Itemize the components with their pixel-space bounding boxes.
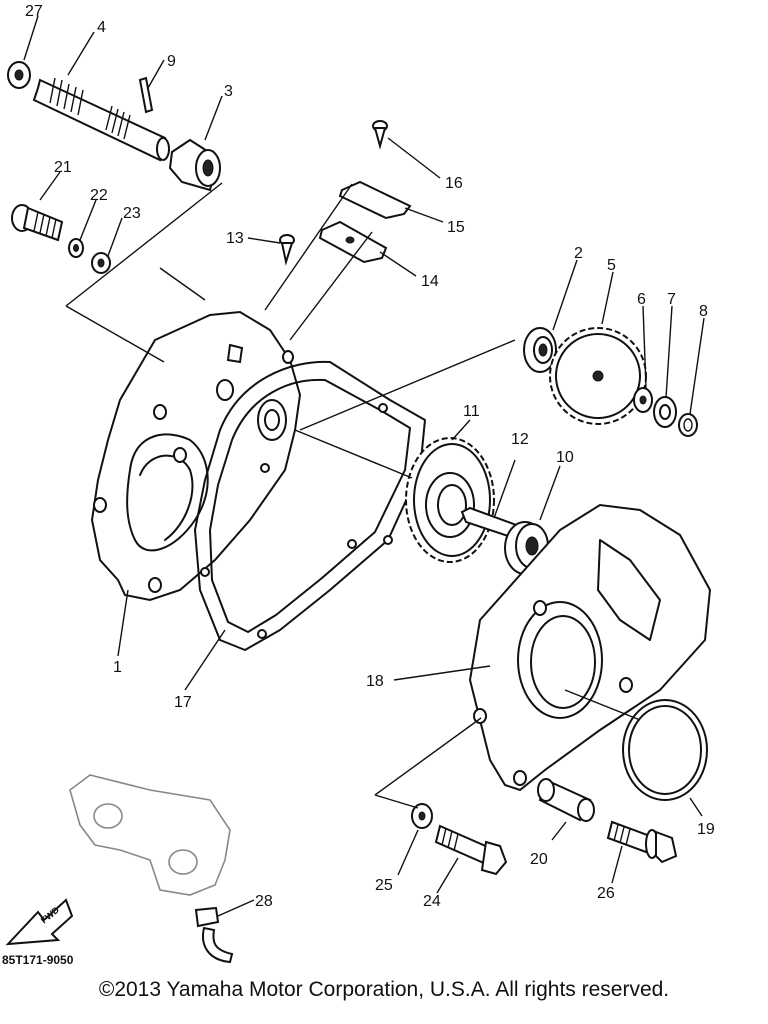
- label-22: 22: [90, 187, 108, 204]
- copyright-notice: ©2013 Yamaha Motor Corporation, U.S.A. A…: [98, 978, 670, 1001]
- part-18-cover: [468, 503, 712, 792]
- label-2: 2: [574, 245, 583, 262]
- part-17-gasket: [194, 360, 426, 651]
- part-4-shaft: [32, 77, 170, 162]
- part-26-flange-bolt: [606, 820, 678, 864]
- part-14-plate: [318, 220, 388, 264]
- part-13-screw: [279, 234, 295, 266]
- ghost-manifold-outline: [69, 774, 231, 896]
- label-9: 9: [167, 53, 176, 70]
- label-10: 10: [556, 449, 574, 466]
- label-8: 8: [699, 303, 708, 320]
- label-27: 27: [25, 3, 43, 20]
- part-2-bearing: [523, 327, 557, 373]
- part-3-bushing: [168, 138, 221, 192]
- part-9-pin: [138, 76, 154, 114]
- diagram-code: 85T171-9050: [2, 953, 74, 967]
- label-21: 21: [54, 159, 72, 176]
- part-1-housing: [90, 310, 302, 602]
- part-11-gear: [405, 437, 495, 563]
- part-15-gasket: [338, 180, 412, 220]
- part-24-bolt: [434, 824, 508, 876]
- part-28-fitting: [194, 906, 234, 964]
- part-16-screw: [372, 120, 388, 150]
- label-3: 3: [224, 83, 233, 100]
- label-24: 24: [423, 893, 441, 910]
- label-20: 20: [530, 851, 548, 868]
- label-26: 26: [597, 885, 615, 902]
- part-7-nut: [653, 396, 677, 428]
- label-17: 17: [174, 694, 192, 711]
- part-23-washer: [91, 252, 111, 274]
- part-8-circlip: [678, 413, 698, 437]
- label-28: 28: [255, 893, 273, 910]
- label-19: 19: [697, 821, 715, 838]
- label-23: 23: [123, 205, 141, 222]
- part-25-washer: [411, 803, 433, 829]
- label-5: 5: [607, 257, 616, 274]
- part-21-bolt: [11, 204, 64, 242]
- label-6: 6: [637, 291, 646, 308]
- label-16: 16: [445, 175, 463, 192]
- leader-lines: [23, 15, 705, 917]
- part-19-o-ring: [622, 699, 708, 801]
- label-14: 14: [421, 273, 439, 290]
- part-6-washer: [633, 387, 653, 413]
- label-11: 11: [463, 403, 480, 420]
- label-12: 12: [511, 431, 529, 448]
- label-25: 25: [375, 877, 393, 894]
- part-5-sprocket: [549, 327, 647, 425]
- label-4: 4: [97, 19, 106, 36]
- label-7: 7: [667, 291, 676, 308]
- label-1: 1: [113, 659, 122, 676]
- label-15: 15: [447, 219, 465, 236]
- fwd-arrow-icon: FWD: [5, 898, 74, 946]
- part-27-washer: [7, 61, 31, 89]
- label-13: 13: [226, 230, 244, 247]
- label-18: 18: [366, 673, 384, 690]
- part-20-collar: [537, 778, 595, 822]
- part-labels: 27 4 9 3 21 22 23 13 16 15 14 2 5 6 7 8 …: [2, 3, 715, 967]
- part-22-lock-washer: [68, 238, 84, 258]
